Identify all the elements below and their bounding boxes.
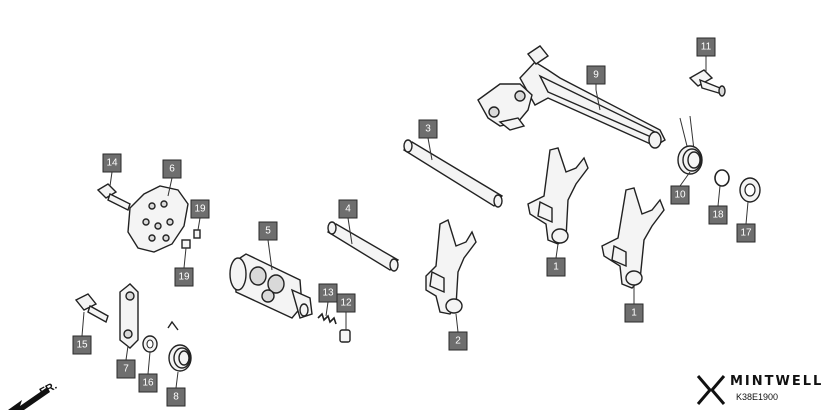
svg-text:1: 1: [553, 262, 559, 273]
shift-drum-center-drawing: [127, 185, 189, 253]
svg-text:15: 15: [76, 340, 88, 351]
svg-text:11: 11: [701, 42, 712, 53]
snap-ring-drawing: [714, 169, 730, 187]
small-spring-drawing: [317, 312, 337, 325]
svg-text:7: 7: [123, 364, 129, 375]
gearshift-spindle-drawing: [477, 45, 666, 149]
callout-12: 12: [336, 293, 356, 313]
front-arrow-icon: [8, 388, 50, 410]
callout-15: 15: [72, 335, 92, 355]
callout-11: 11: [696, 37, 716, 57]
spindle-washer-drawing: [739, 177, 761, 203]
center-bolt-drawing: [96, 183, 131, 211]
callout-7: 7: [116, 359, 136, 379]
callout-16: 16: [138, 373, 158, 393]
svg-text:14: 14: [106, 158, 118, 169]
svg-text:3: 3: [425, 124, 431, 135]
callout-1: 1: [624, 303, 644, 323]
svg-text:9: 9: [593, 70, 599, 81]
callout-19-lower: 19: [174, 267, 194, 287]
svg-text:4: 4: [345, 204, 351, 215]
svg-text:19: 19: [178, 272, 190, 283]
svg-text:18: 18: [712, 210, 724, 221]
callout-8: 8: [166, 387, 186, 407]
callout-5: 5: [258, 221, 278, 241]
return-spring-drawing: [677, 115, 703, 175]
svg-text:13: 13: [322, 288, 334, 299]
callout-18: 18: [708, 205, 728, 225]
svg-text:8: 8: [173, 392, 179, 403]
brand-watermark: MINTWELL K38E1900: [696, 370, 826, 410]
brand-name: MINTWELL: [730, 374, 824, 389]
callout-1b: 1: [546, 257, 566, 277]
callout-10: 10: [670, 185, 690, 205]
stopper-washer-drawing: [142, 335, 158, 353]
callout-4: 4: [338, 199, 358, 219]
svg-text:19: 19: [194, 204, 206, 215]
svg-text:6: 6: [169, 164, 175, 175]
front-label: FR.: [38, 380, 59, 399]
fork-shaft-4-drawing: [326, 221, 400, 272]
spring-pin-drawing: [688, 69, 726, 97]
pin-19-upper-drawing: [193, 229, 201, 239]
pin-19-lower-drawing: [181, 239, 191, 249]
brand-logo-icon: [696, 375, 726, 405]
shift-fork-1b-drawing: [527, 147, 589, 245]
shift-drum-drawing: [229, 253, 313, 319]
callout-9: 9: [586, 65, 606, 85]
svg-text:2: 2: [455, 336, 461, 347]
shift-fork-2-drawing: [425, 219, 477, 315]
callout-6: 6: [162, 159, 182, 179]
fork-shaft-3-drawing: [402, 139, 504, 208]
svg-text:17: 17: [740, 228, 752, 239]
dowel-pin-drawing: [339, 329, 351, 343]
svg-text:5: 5: [265, 226, 271, 237]
shift-fork-1-drawing: [601, 187, 665, 289]
callout-19-upper: 19: [190, 199, 210, 219]
svg-text:10: 10: [674, 190, 686, 201]
callout-14: 14: [102, 153, 122, 173]
callout-13: 13: [318, 283, 338, 303]
diagram-code: K38E1900: [736, 392, 779, 402]
svg-text:12: 12: [340, 298, 352, 309]
front-indicator: FR.: [6, 378, 76, 419]
stopper-bolt-drawing: [74, 293, 109, 324]
stopper-spring-drawing: [167, 320, 192, 372]
callout-3: 3: [418, 119, 438, 139]
callout-2: 2: [448, 331, 468, 351]
svg-text:1: 1: [631, 308, 637, 319]
callout-17: 17: [736, 223, 756, 243]
svg-text:16: 16: [142, 378, 154, 389]
stopper-arm-drawing: [119, 283, 139, 349]
